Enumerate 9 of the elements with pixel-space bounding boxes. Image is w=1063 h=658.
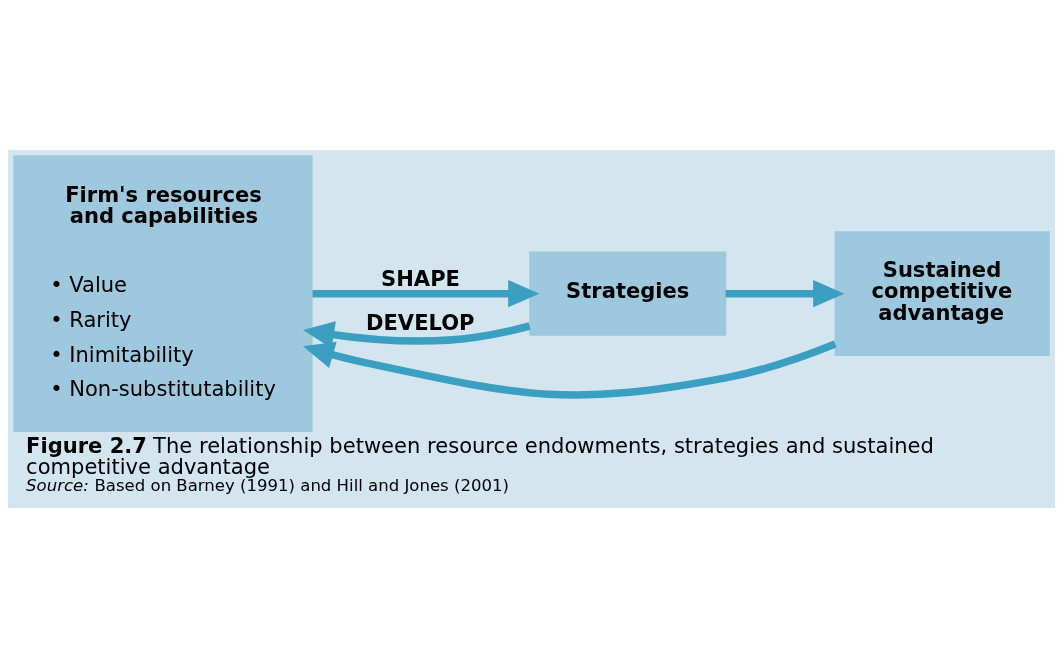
node-box: Sustained competitive advantage [834,231,1050,357]
caption: Figure 2.7 The relationship between resource endowments, strategies and sustained competitive advantage [26,432,934,479]
node-box: Strategies [529,251,727,336]
edge-label: DEVELOP [366,310,475,336]
arrow [302,340,837,399]
edge-label: SHAPE [381,266,460,292]
arrow [312,280,540,308]
node-box: Firm's resources and capabilities • Value • Rarity • Inimitability • Non-substitutability [13,155,313,433]
arrow [725,280,845,308]
